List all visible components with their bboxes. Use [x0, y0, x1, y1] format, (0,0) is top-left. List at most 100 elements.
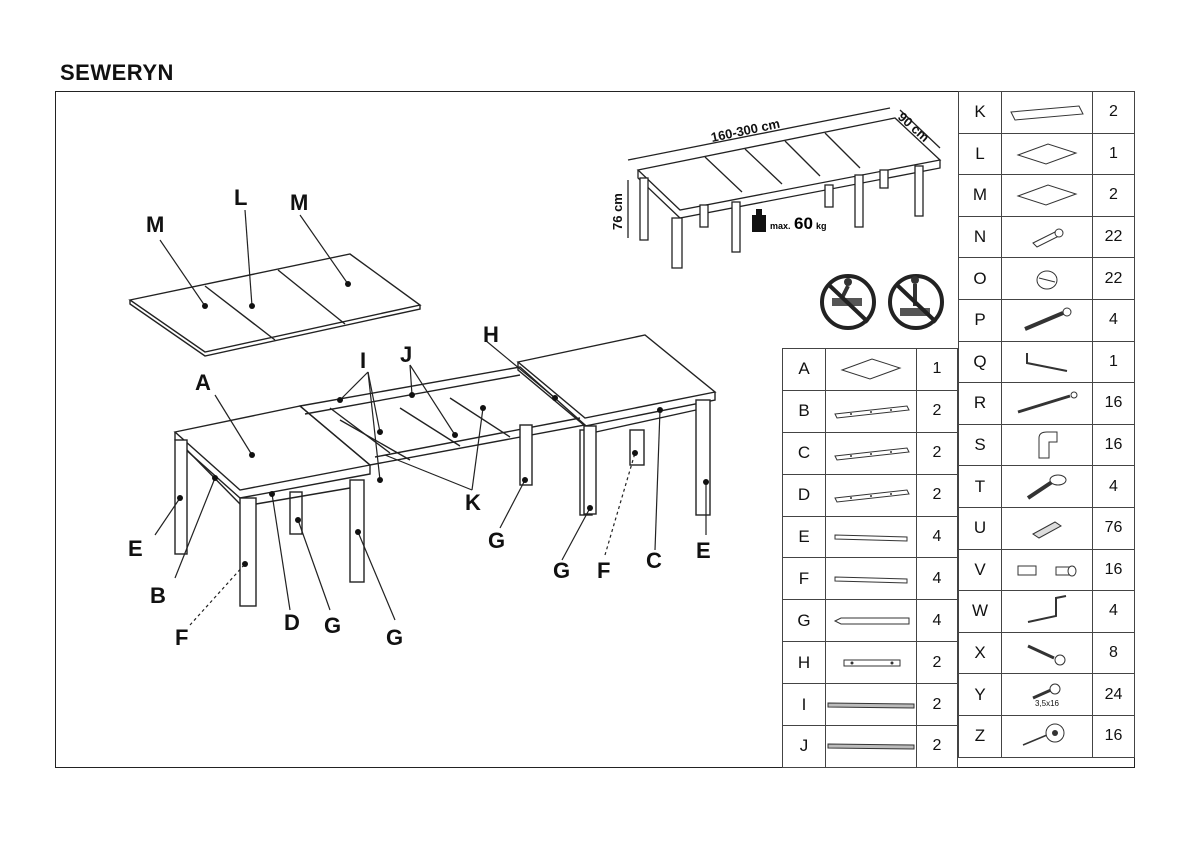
part-letter: E — [782, 515, 826, 559]
part-quantity: 2 — [916, 641, 958, 685]
part-letter: O — [958, 257, 1002, 300]
label-l: L — [234, 185, 247, 210]
label-b: B — [150, 583, 166, 608]
part-quantity: 2 — [916, 389, 958, 433]
part-quantity: 4 — [916, 515, 958, 559]
part-letter: D — [782, 473, 826, 517]
part-letter: W — [958, 590, 1002, 633]
allen-key-icon — [1001, 340, 1093, 384]
clip-icon — [1001, 423, 1093, 467]
label-d: D — [284, 610, 300, 635]
diagram-frame — [55, 91, 1135, 768]
part-quantity: 2 — [916, 683, 958, 727]
part-letter: X — [958, 631, 1002, 675]
glide-icon — [1001, 714, 1093, 758]
part-quantity: 76 — [1092, 506, 1135, 550]
leg-icon — [825, 599, 917, 643]
label-i: I — [360, 348, 366, 373]
label-a: A — [195, 370, 211, 395]
part-quantity: 4 — [916, 557, 958, 601]
part-letter: F — [782, 557, 826, 601]
part-letter: B — [782, 389, 826, 433]
dowel-icon — [1001, 548, 1093, 592]
screw-icon — [1001, 298, 1093, 342]
rail-icon — [825, 389, 917, 433]
part-letter: K — [958, 91, 1002, 134]
no-standing-icon — [888, 274, 944, 330]
dimension-length: 160-300 cm — [710, 116, 782, 145]
board-icon — [1001, 174, 1093, 217]
part-quantity: 16 — [1092, 548, 1135, 592]
dimension-sketch — [627, 107, 942, 269]
part-letter: J — [782, 725, 826, 768]
dimension-height: 76 cm — [610, 193, 625, 230]
runner-icon — [825, 683, 917, 727]
board-icon — [825, 348, 917, 391]
max-unit: kg — [816, 221, 827, 231]
part-letter: P — [958, 298, 1002, 342]
part-quantity: 1 — [916, 348, 958, 391]
label-j: J — [400, 342, 412, 367]
label-f-left: F — [175, 625, 188, 650]
rail-icon — [825, 431, 917, 475]
part-quantity: 4 — [916, 599, 958, 643]
label-c: C — [646, 548, 662, 573]
extension-leaves — [128, 253, 422, 357]
part-note: 3,5x16 — [1034, 698, 1060, 708]
part-quantity: 16 — [1092, 423, 1135, 467]
part-letter: I — [782, 683, 826, 727]
part-quantity: 2 — [1092, 174, 1135, 217]
part-letter: M — [958, 174, 1002, 217]
part-letter: Y — [958, 673, 1002, 716]
label-k: K — [465, 490, 481, 515]
part-quantity: 1 — [1092, 132, 1135, 176]
slat-icon — [825, 557, 917, 601]
part-letter: V — [958, 548, 1002, 592]
label-g-1: G — [324, 613, 341, 638]
part-letter: A — [782, 348, 826, 391]
part-quantity: 1 — [1092, 340, 1135, 384]
label-e-right: E — [696, 538, 711, 563]
weight-icon — [752, 209, 766, 232]
part-quantity: 4 — [1092, 465, 1135, 508]
part-letter: Z — [958, 714, 1002, 758]
label-e-left: E — [128, 536, 143, 561]
no-sitting-icon — [820, 274, 876, 330]
part-letter: U — [958, 506, 1002, 550]
part-quantity: 2 — [916, 431, 958, 475]
label-f-right: F — [597, 558, 610, 583]
part-letter: T — [958, 465, 1002, 508]
wood-screw-icon: 3,5x16 — [1001, 673, 1093, 716]
label-g-4: G — [553, 558, 570, 583]
bracket-plate-icon — [825, 641, 917, 685]
part-quantity: 4 — [1092, 298, 1135, 342]
angle-bracket-icon — [1001, 590, 1093, 633]
part-quantity: 22 — [1092, 215, 1135, 259]
connector-bolt-icon — [1001, 215, 1093, 259]
panel-icon — [1001, 91, 1093, 134]
parts_right-row-v: V 16 — [958, 548, 1135, 592]
part-quantity: 2 — [916, 473, 958, 517]
table-section-right — [516, 334, 717, 516]
max-label: max. — [770, 221, 791, 231]
long-screw-icon — [1001, 382, 1093, 425]
key-icon — [1001, 631, 1093, 675]
